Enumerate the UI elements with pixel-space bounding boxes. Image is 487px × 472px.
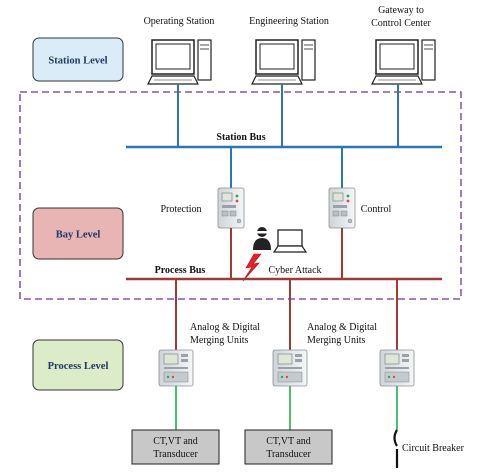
ctvt-box-2: CT,VT and Transducer (244, 429, 333, 465)
ctvt2-line1: CT,VT and (266, 436, 311, 447)
lightning-bolt-icon (242, 253, 262, 282)
station-level-box: Station Level (32, 37, 124, 82)
circuit-breaker-label: Circuit Breaker (402, 443, 465, 454)
station-bus-to-ieds (230, 147, 343, 188)
merging-unit-3-icon (379, 349, 415, 387)
engineering-station-label: Engineering Station (249, 16, 329, 27)
bay-level-box: Bay Level (32, 207, 124, 260)
protection-ied-icon (217, 187, 245, 229)
protection-label: Protection (160, 204, 201, 215)
field-links (175, 386, 398, 430)
merging-unit-1-icon (158, 349, 194, 387)
cyber-attack-label: Cyber Attack (268, 265, 321, 276)
bay-level-boundary (19, 91, 462, 300)
hacker-icon (253, 227, 271, 250)
ctvt1-line2: Transducer (153, 449, 198, 460)
process-bus-drops (175, 279, 398, 350)
mu2-label-line2: Merging Units (307, 335, 366, 346)
station-bus-drops (177, 84, 399, 147)
gateway-label-line1: Gateway to (378, 5, 424, 16)
process-level-label: Process Level (48, 361, 109, 372)
process-bus-label: Process Bus (155, 265, 206, 276)
control-ied-icon (328, 187, 356, 229)
ctvt-box-1: CT,VT and Transducer (131, 429, 220, 465)
merging-unit-2-icon (272, 349, 308, 387)
control-label: Control (361, 204, 392, 215)
engineering-station-computer-icon (251, 39, 316, 85)
operating-station-computer-icon (147, 39, 212, 85)
circuit-breaker-icon (393, 429, 399, 468)
mu1-label-line1: Analog & Digital (190, 322, 260, 333)
station-level-label: Station Level (48, 56, 107, 67)
station-bus-label: Station Bus (216, 132, 265, 143)
process-level-box: Process Level (32, 339, 124, 391)
operating-station-label: Operating Station (144, 16, 215, 27)
ieds-to-process-bus (230, 228, 343, 279)
gateway-computer-icon (371, 39, 436, 85)
ctvt2-line2: Transducer (266, 449, 311, 460)
mu1-label-line2: Merging Units (190, 335, 249, 346)
laptop-icon (272, 229, 308, 253)
mu2-label-line1: Analog & Digital (307, 322, 377, 333)
ctvt1-line1: CT,VT and (153, 436, 198, 447)
gateway-label-line2: Control Center (371, 18, 431, 29)
bay-level-label: Bay Level (56, 230, 101, 241)
